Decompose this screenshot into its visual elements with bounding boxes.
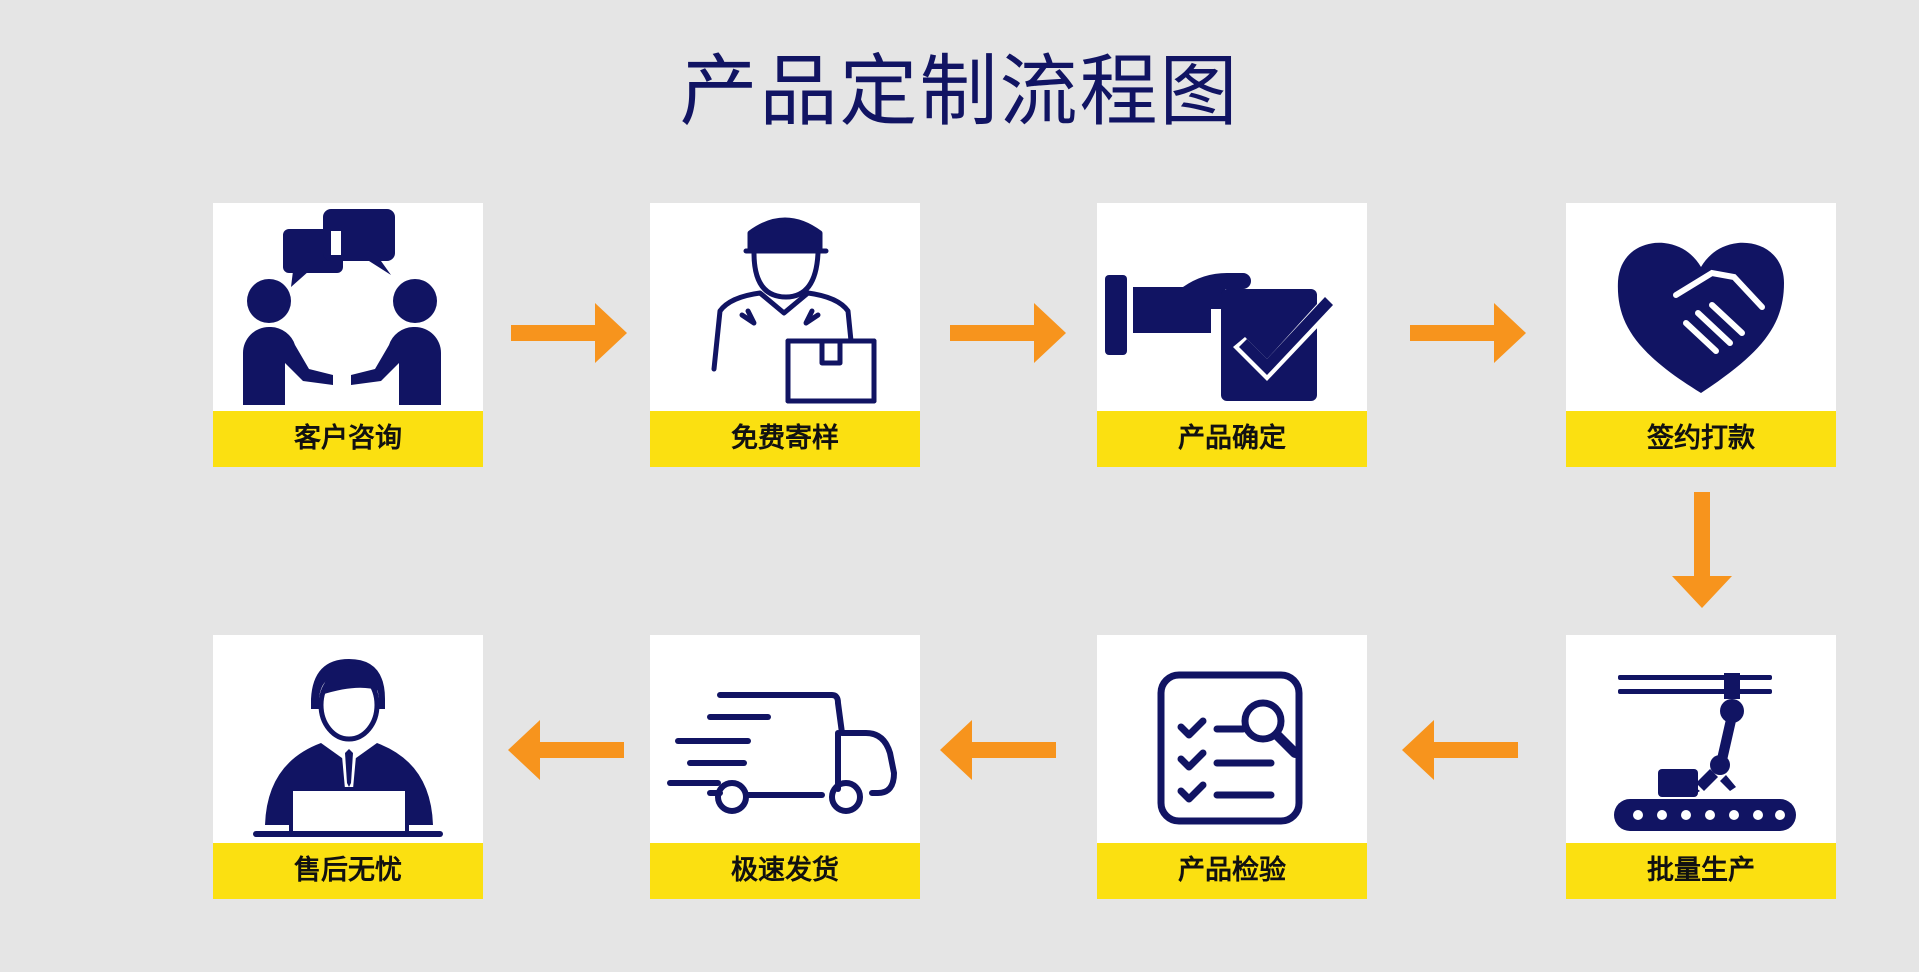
step-label: 免费寄样 <box>650 411 920 467</box>
courier-icon <box>650 203 920 411</box>
arrow-left-icon <box>940 720 1056 780</box>
step-card-inspection: 产品检验 <box>1097 635 1367 899</box>
handshake-heart-icon <box>1566 203 1836 411</box>
step-card-after-sales: 售后无忧 <box>213 635 483 899</box>
step-label: 产品检验 <box>1097 843 1367 899</box>
step-card-fast-delivery: 极速发货 <box>650 635 920 899</box>
step-label: 签约打款 <box>1566 411 1836 467</box>
step-card-contract-payment: 签约打款 <box>1566 203 1836 467</box>
consultation-icon <box>213 203 483 411</box>
step-label: 客户咨询 <box>213 411 483 467</box>
step-label: 产品确定 <box>1097 411 1367 467</box>
step-card-product-confirm: 产品确定 <box>1097 203 1367 467</box>
page-title: 产品定制流程图 <box>679 47 1240 137</box>
robot-arm-conveyor-icon <box>1566 635 1836 843</box>
step-card-consultation: 客户咨询 <box>213 203 483 467</box>
fast-truck-icon <box>650 635 920 843</box>
arrow-left-icon <box>508 720 624 780</box>
arrow-right-icon <box>511 303 627 363</box>
hand-checkbox-icon <box>1097 203 1367 411</box>
step-label: 极速发货 <box>650 843 920 899</box>
arrow-down-icon <box>1672 492 1732 608</box>
arrow-right-icon <box>950 303 1066 363</box>
arrow-left-icon <box>1402 720 1518 780</box>
inspection-checklist-icon <box>1097 635 1367 843</box>
step-card-free-sample: 免费寄样 <box>650 203 920 467</box>
support-agent-icon <box>213 635 483 843</box>
step-card-mass-production: 批量生产 <box>1566 635 1836 899</box>
arrow-right-icon <box>1410 303 1526 363</box>
step-label: 售后无忧 <box>213 843 483 899</box>
step-label: 批量生产 <box>1566 843 1836 899</box>
